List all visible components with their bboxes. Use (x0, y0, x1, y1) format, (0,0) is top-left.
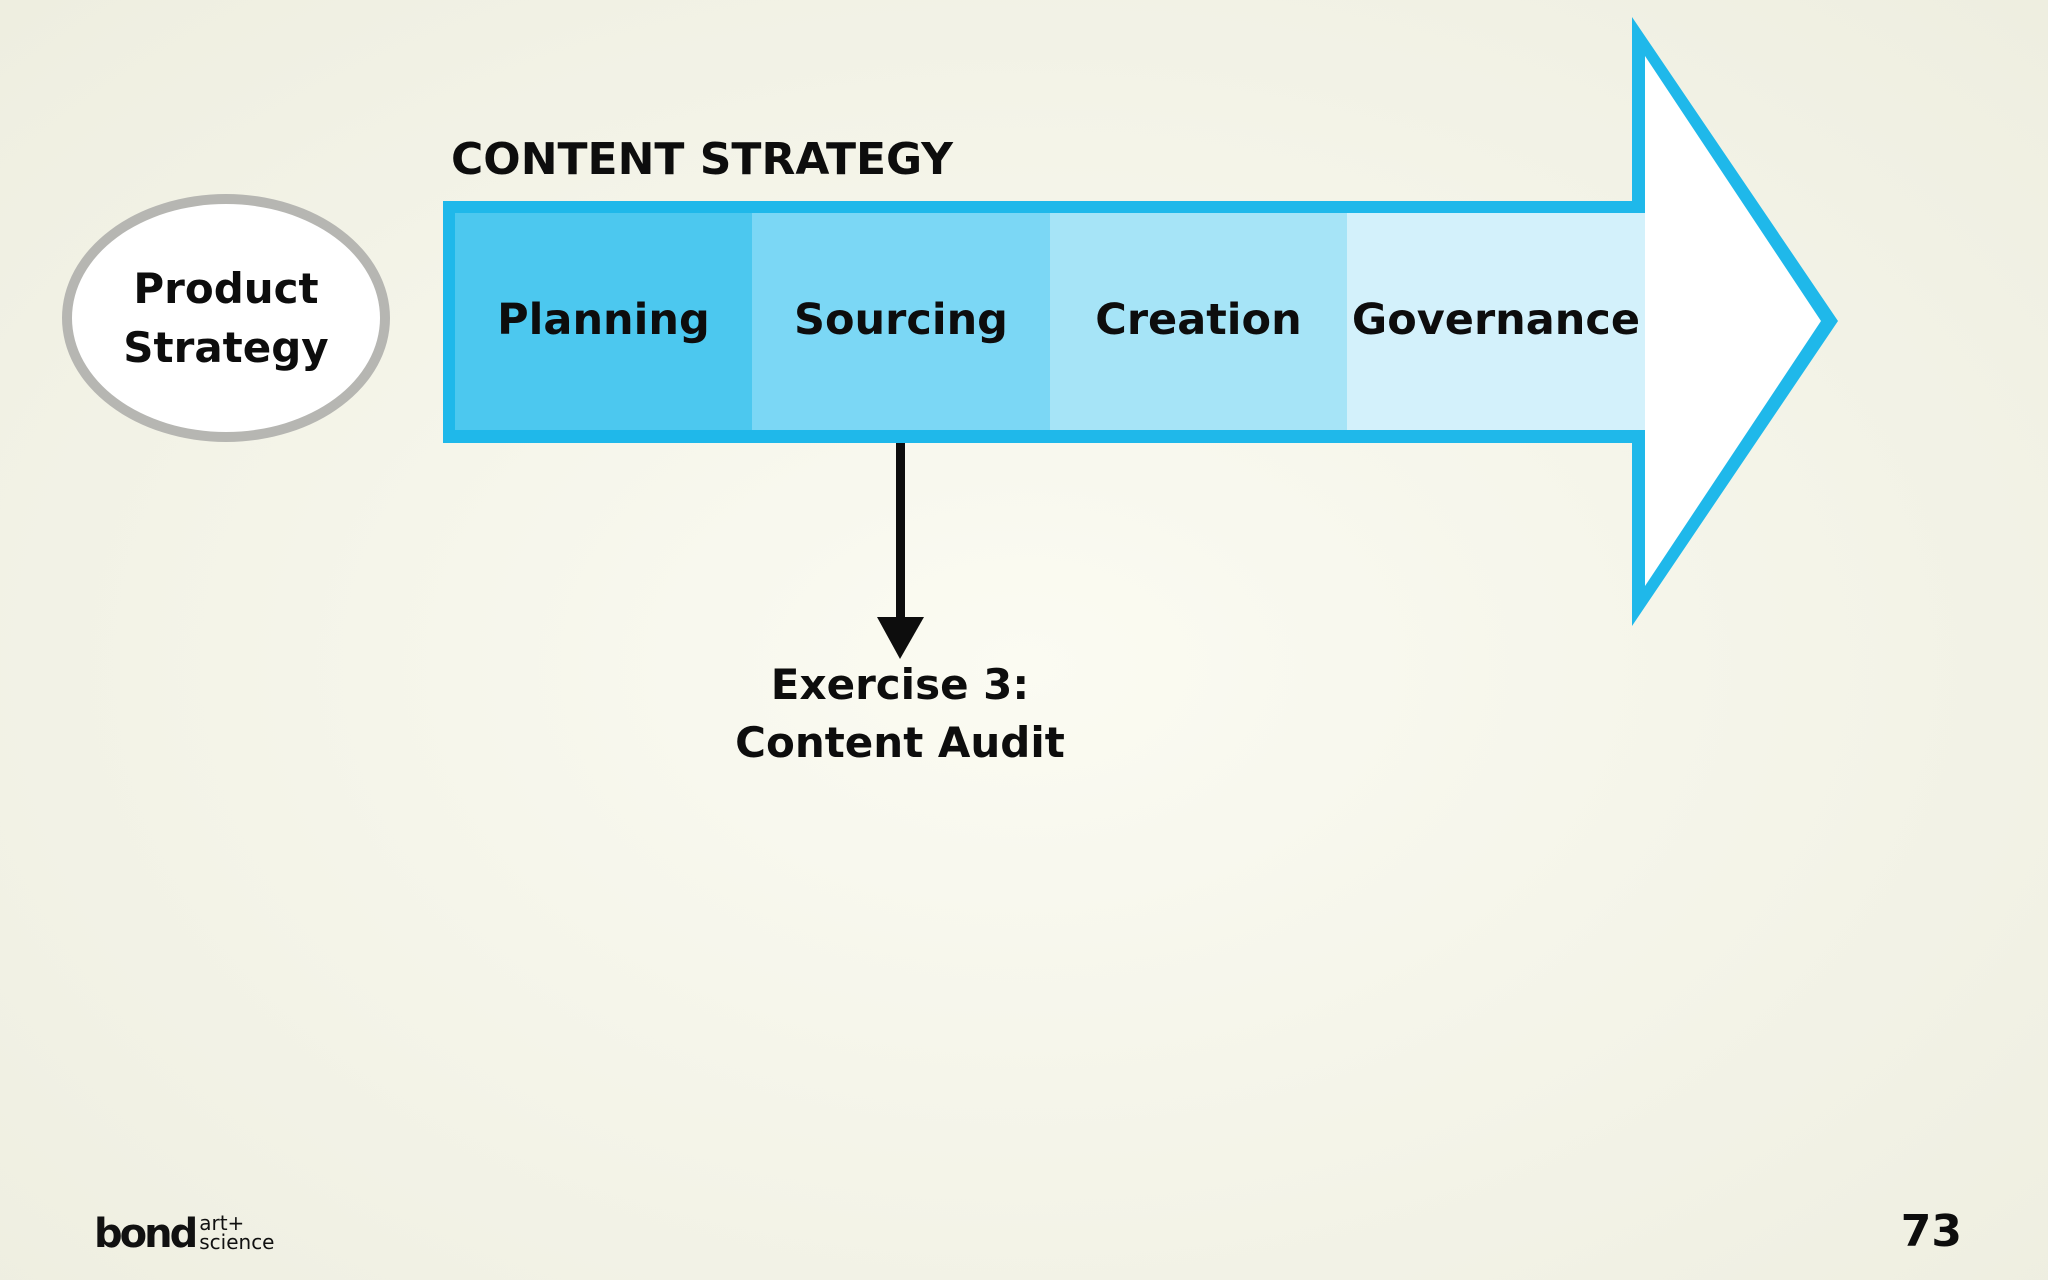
exercise-label: Exercise 3: Content Audit (700, 656, 1100, 772)
exercise-line-2: Content Audit (735, 718, 1065, 767)
connector-arrowhead (877, 617, 924, 659)
stage-block-planning (455, 213, 752, 430)
stage-label-sourcing: Sourcing (794, 295, 1008, 345)
bond-logo: bond art+ science (94, 1208, 275, 1256)
logo-subtext: art+ science (199, 1211, 275, 1256)
product-strategy-line-2: Strategy (123, 323, 329, 372)
stage-block-sourcing (752, 213, 1050, 430)
stage-label-governance: Governance (1351, 295, 1641, 345)
product-strategy-oval: Product Strategy (62, 194, 390, 442)
connector-line (896, 443, 905, 623)
logo-main-text: bond (94, 1211, 198, 1257)
logo-line-1: art+ (199, 1211, 245, 1235)
page-number: 73 (1900, 1206, 1962, 1257)
exercise-line-1: Exercise 3: (770, 660, 1030, 709)
product-strategy-line-1: Product (133, 264, 319, 313)
stage-label-planning: Planning (497, 295, 710, 345)
logo-line-2: science (199, 1230, 275, 1254)
stage-block-governance (1347, 213, 1645, 430)
section-title: CONTENT STRATEGY (451, 134, 954, 185)
product-strategy-label: Product Strategy (123, 259, 328, 377)
stage-block-creation (1050, 213, 1347, 430)
stage-label-creation: Creation (1095, 295, 1302, 345)
arrow-head-fill (1645, 56, 1821, 586)
